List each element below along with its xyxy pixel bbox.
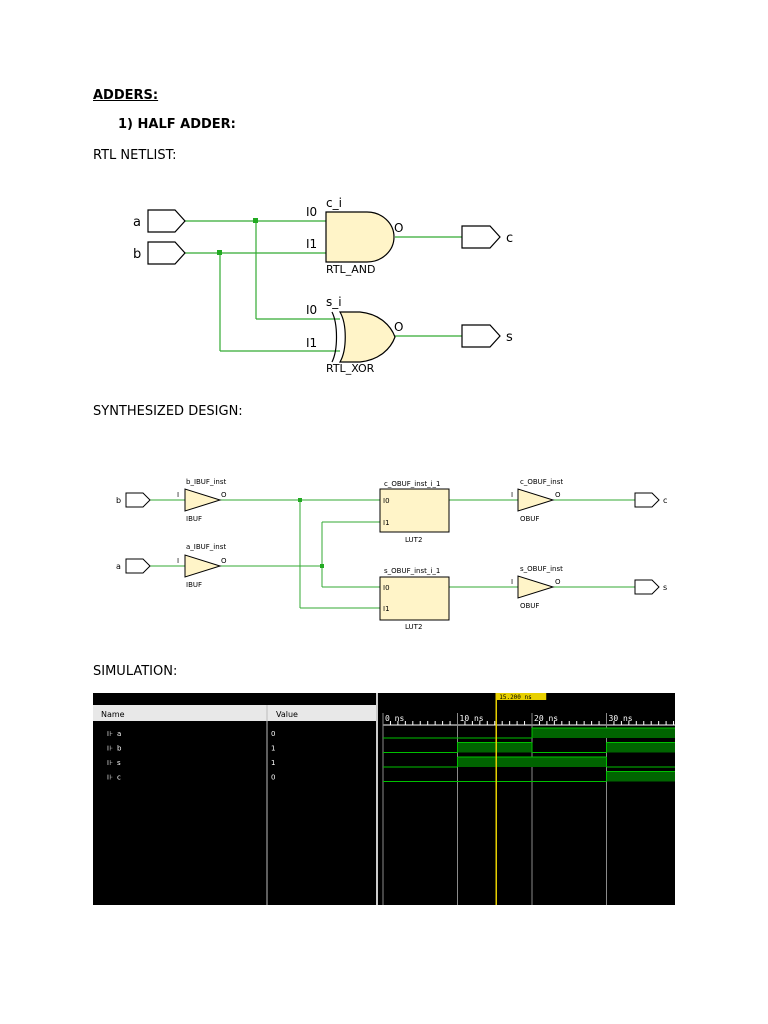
signal-type-icon: ⊪: [107, 730, 113, 738]
column-name-header[interactable]: Name: [101, 710, 125, 719]
wave-high-fill: [606, 771, 675, 782]
document-title: ADDERS:: [93, 88, 159, 103]
signal-value-b: 1: [271, 745, 275, 753]
wave-high-fill: [606, 742, 675, 753]
rtl-output-port-s: [461, 324, 501, 348]
c-lut-pin-i1: I1: [383, 519, 390, 527]
wave-high-fill: [606, 728, 675, 738]
s-lut-instance: s_OBUF_inst_i_1: [384, 567, 440, 575]
signal-value-s: 1: [271, 759, 275, 767]
c-obuf-pin-o: O: [555, 491, 561, 499]
c-lut2-block: [379, 488, 450, 533]
signal-type-icon: ⊪: [107, 759, 113, 767]
synth-output-port-s: [634, 579, 660, 595]
synth-input-port-b: [125, 492, 151, 508]
rtl-label-a: a: [133, 215, 141, 230]
a-ibuf-pin-o: O: [221, 557, 227, 565]
simulation-waveform-viewer[interactable]: Name Value ⊪ a 0 ⊪ b 1 ⊪ s 1 ⊪ c 0 0 ns 10 ns 20 ns 30…: [93, 693, 675, 905]
rtl-label-s: s: [506, 330, 513, 345]
rtl-input-port-a: [147, 209, 186, 233]
rtl-xor-gate: [338, 311, 396, 363]
signal-name-s[interactable]: s: [117, 759, 121, 767]
s-lut2-block: [379, 576, 450, 621]
rtl-and-pin-i1: I1: [306, 237, 317, 251]
rtl-netlist-schematic: a b c_i I0 I1 O RTL_AND s_i I0 I1 O RTL_…: [133, 196, 513, 375]
rtl-label-b: b: [133, 247, 141, 262]
signal-type-icon: ⊪: [107, 774, 113, 782]
signal-list-header: [93, 705, 377, 721]
section-subtitle: 1) HALF ADDER:: [118, 117, 236, 132]
rtl-and-type: RTL_AND: [326, 263, 375, 276]
s-obuf-buffer: [517, 575, 555, 599]
synth-label-a: a: [116, 562, 121, 571]
c-obuf-buffer: [517, 488, 555, 512]
cursor-time-flag: [496, 693, 547, 700]
s-obuf-type: OBUF: [520, 602, 539, 610]
signal-name-c[interactable]: c: [117, 774, 121, 782]
synth-label-b: b: [116, 496, 121, 505]
ruler-time-label: 0 ns: [385, 714, 404, 723]
synth-label-s: s: [663, 583, 667, 592]
a-ibuf-pin-i: I: [177, 557, 179, 565]
ruler-time-label: 20 ns: [534, 714, 558, 723]
wave-high-fill: [457, 757, 532, 767]
rtl-output-port-c: [461, 225, 501, 249]
c-obuf-type: OBUF: [520, 515, 539, 523]
wave-high-fill: [532, 757, 607, 767]
s-lut-type: LUT2: [405, 623, 422, 631]
wave-high-fill: [457, 742, 532, 753]
s-lut-pin-i1: I1: [383, 605, 390, 613]
b-ibuf-buffer: [184, 488, 222, 512]
b-ibuf-pin-o: O: [221, 491, 227, 499]
wave-high-fill: [532, 728, 607, 738]
rtl-and-instance-name: c_i: [326, 196, 342, 210]
cursor-time-label: 15.200 ns: [499, 694, 532, 701]
synthesized-design-schematic: b a b_IBUF_inst I O IBUF a_IBUF_inst I O…: [116, 478, 667, 631]
ruler-time-label: 10 ns: [460, 714, 484, 723]
c-obuf-pin-i: I: [511, 491, 513, 499]
s-lut-pin-i0: I0: [383, 584, 390, 592]
simulation-heading: SIMULATION:: [93, 664, 178, 679]
signal-value-c: 0: [271, 774, 275, 782]
s-obuf-pin-o: O: [555, 578, 561, 586]
b-ibuf-instance: b_IBUF_inst: [186, 478, 226, 486]
rtl-and-gate: [325, 211, 395, 263]
signal-name-b[interactable]: b: [117, 745, 122, 753]
rtl-xor-pin-i0: I0: [306, 303, 317, 317]
signal-type-icon: ⊪: [107, 745, 113, 753]
a-ibuf-buffer: [184, 554, 222, 578]
rtl-xor-pin-i1: I1: [306, 336, 317, 350]
c-obuf-instance: c_OBUF_inst: [520, 478, 563, 486]
rtl-and-pin-o: O: [394, 221, 403, 235]
b-ibuf-type: IBUF: [186, 515, 202, 523]
rtl-netlist-heading: RTL NETLIST:: [93, 148, 177, 163]
rtl-input-port-b: [147, 241, 186, 265]
synth-label-c: c: [663, 496, 667, 505]
synth-input-port-a: [125, 558, 151, 574]
ruler-time-label: 30 ns: [609, 714, 633, 723]
a-ibuf-type: IBUF: [186, 581, 202, 589]
rtl-label-c: c: [506, 231, 513, 246]
signal-value-a: 0: [271, 730, 275, 738]
column-value-header[interactable]: Value: [276, 710, 298, 719]
c-lut-type: LUT2: [405, 536, 422, 544]
synthesized-design-heading: SYNTHESIZED DESIGN:: [93, 404, 243, 419]
rtl-xor-type: RTL_XOR: [326, 362, 375, 375]
c-lut-instance: c_OBUF_inst_i_1: [384, 480, 440, 488]
c-lut-pin-i0: I0: [383, 497, 390, 505]
rtl-xor-pin-o: O: [394, 320, 403, 334]
a-ibuf-instance: a_IBUF_inst: [186, 543, 226, 551]
rtl-and-pin-i0: I0: [306, 205, 317, 219]
b-ibuf-pin-i: I: [177, 491, 179, 499]
synth-output-port-c: [634, 492, 660, 508]
s-obuf-pin-i: I: [511, 578, 513, 586]
rtl-xor-instance-name: s_i: [326, 295, 342, 309]
s-obuf-instance: s_OBUF_inst: [520, 565, 563, 573]
signal-name-a[interactable]: a: [117, 730, 121, 738]
